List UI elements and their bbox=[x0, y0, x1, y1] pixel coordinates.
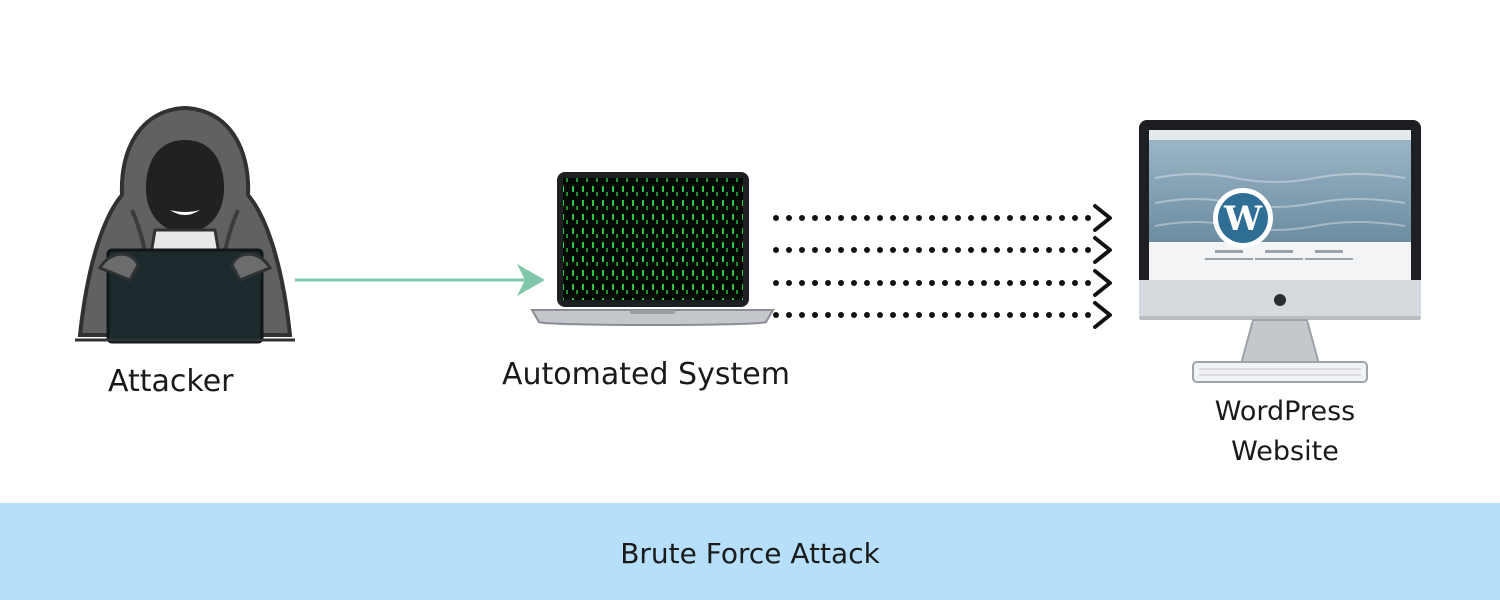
arrow-head-icon bbox=[1093, 236, 1112, 264]
svg-text:W: W bbox=[1223, 199, 1263, 239]
hacker-icon bbox=[75, 105, 295, 344]
dotted-arrows bbox=[773, 204, 1112, 329]
wordpress-label-line1: WordPress bbox=[1214, 396, 1356, 427]
arrow-head-icon bbox=[1093, 301, 1112, 329]
automated-system-label: Automated System bbox=[502, 357, 790, 392]
arrow-head-icon bbox=[1093, 269, 1112, 297]
laptop-matrix-icon bbox=[530, 172, 775, 326]
imac-wordpress-icon: W bbox=[1139, 120, 1421, 383]
arrow-head-icon bbox=[1093, 204, 1112, 232]
logo-icon bbox=[1274, 294, 1286, 306]
wordpress-website-label: WordPress Website bbox=[1180, 392, 1390, 472]
wordpress-label-line2: Website bbox=[1231, 436, 1339, 467]
footer-title: Brute Force Attack bbox=[620, 537, 880, 570]
attacker-label: Attacker bbox=[108, 364, 234, 399]
footer-band bbox=[0, 503, 1500, 600]
connector-arrow bbox=[295, 264, 545, 296]
